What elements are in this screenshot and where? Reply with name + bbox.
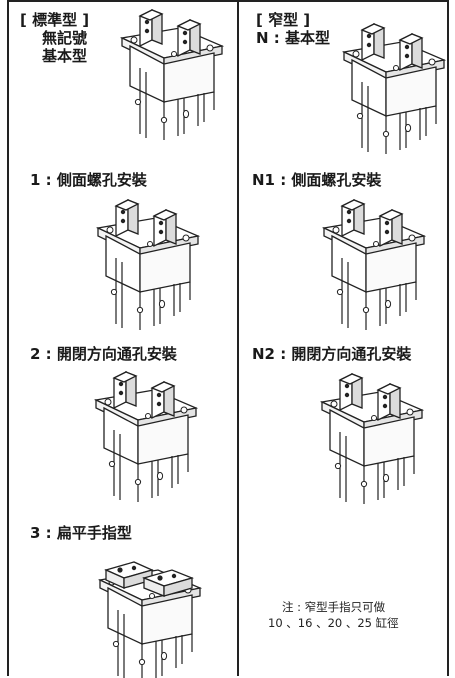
center-divider xyxy=(237,0,239,676)
standard-type-title: [ 標準型 ] xyxy=(20,11,90,29)
narrow-finger-note-line1: 注 : 窄型手指只可做 xyxy=(282,600,386,614)
narrow-basic-gripper-figure xyxy=(340,20,452,160)
option-2-gripper-figure xyxy=(92,368,204,508)
left-border xyxy=(7,0,9,676)
option-2-label: 2 : 開閉方向通孔安裝 xyxy=(30,345,177,363)
top-border xyxy=(8,0,448,2)
narrow-type-title: [ 窄型 ] xyxy=(256,11,311,29)
option-1-gripper-figure xyxy=(94,196,206,336)
right-border xyxy=(447,0,449,676)
option-n2-gripper-figure xyxy=(318,370,430,510)
standard-basic-gripper-figure xyxy=(118,6,230,146)
option-n2-label: N2 : 開閉方向通孔安裝 xyxy=(252,345,412,363)
standard-basic-label: 基本型 xyxy=(42,47,88,65)
option-n1-gripper-figure xyxy=(320,196,432,336)
option-1-label: 1 : 側面螺孔安裝 xyxy=(30,171,147,189)
option-n1-label: N1 : 側面螺孔安裝 xyxy=(252,171,382,189)
narrow-finger-note-line2: 10 、16 、20 、25 缸徑 xyxy=(268,616,399,630)
standard-no-code-label: 無記號 xyxy=(42,29,88,47)
narrow-basic-label: N : 基本型 xyxy=(256,29,330,47)
option-3-flat-finger-gripper-figure xyxy=(96,548,208,678)
option-3-label: 3 : 扁平手指型 xyxy=(30,524,132,542)
